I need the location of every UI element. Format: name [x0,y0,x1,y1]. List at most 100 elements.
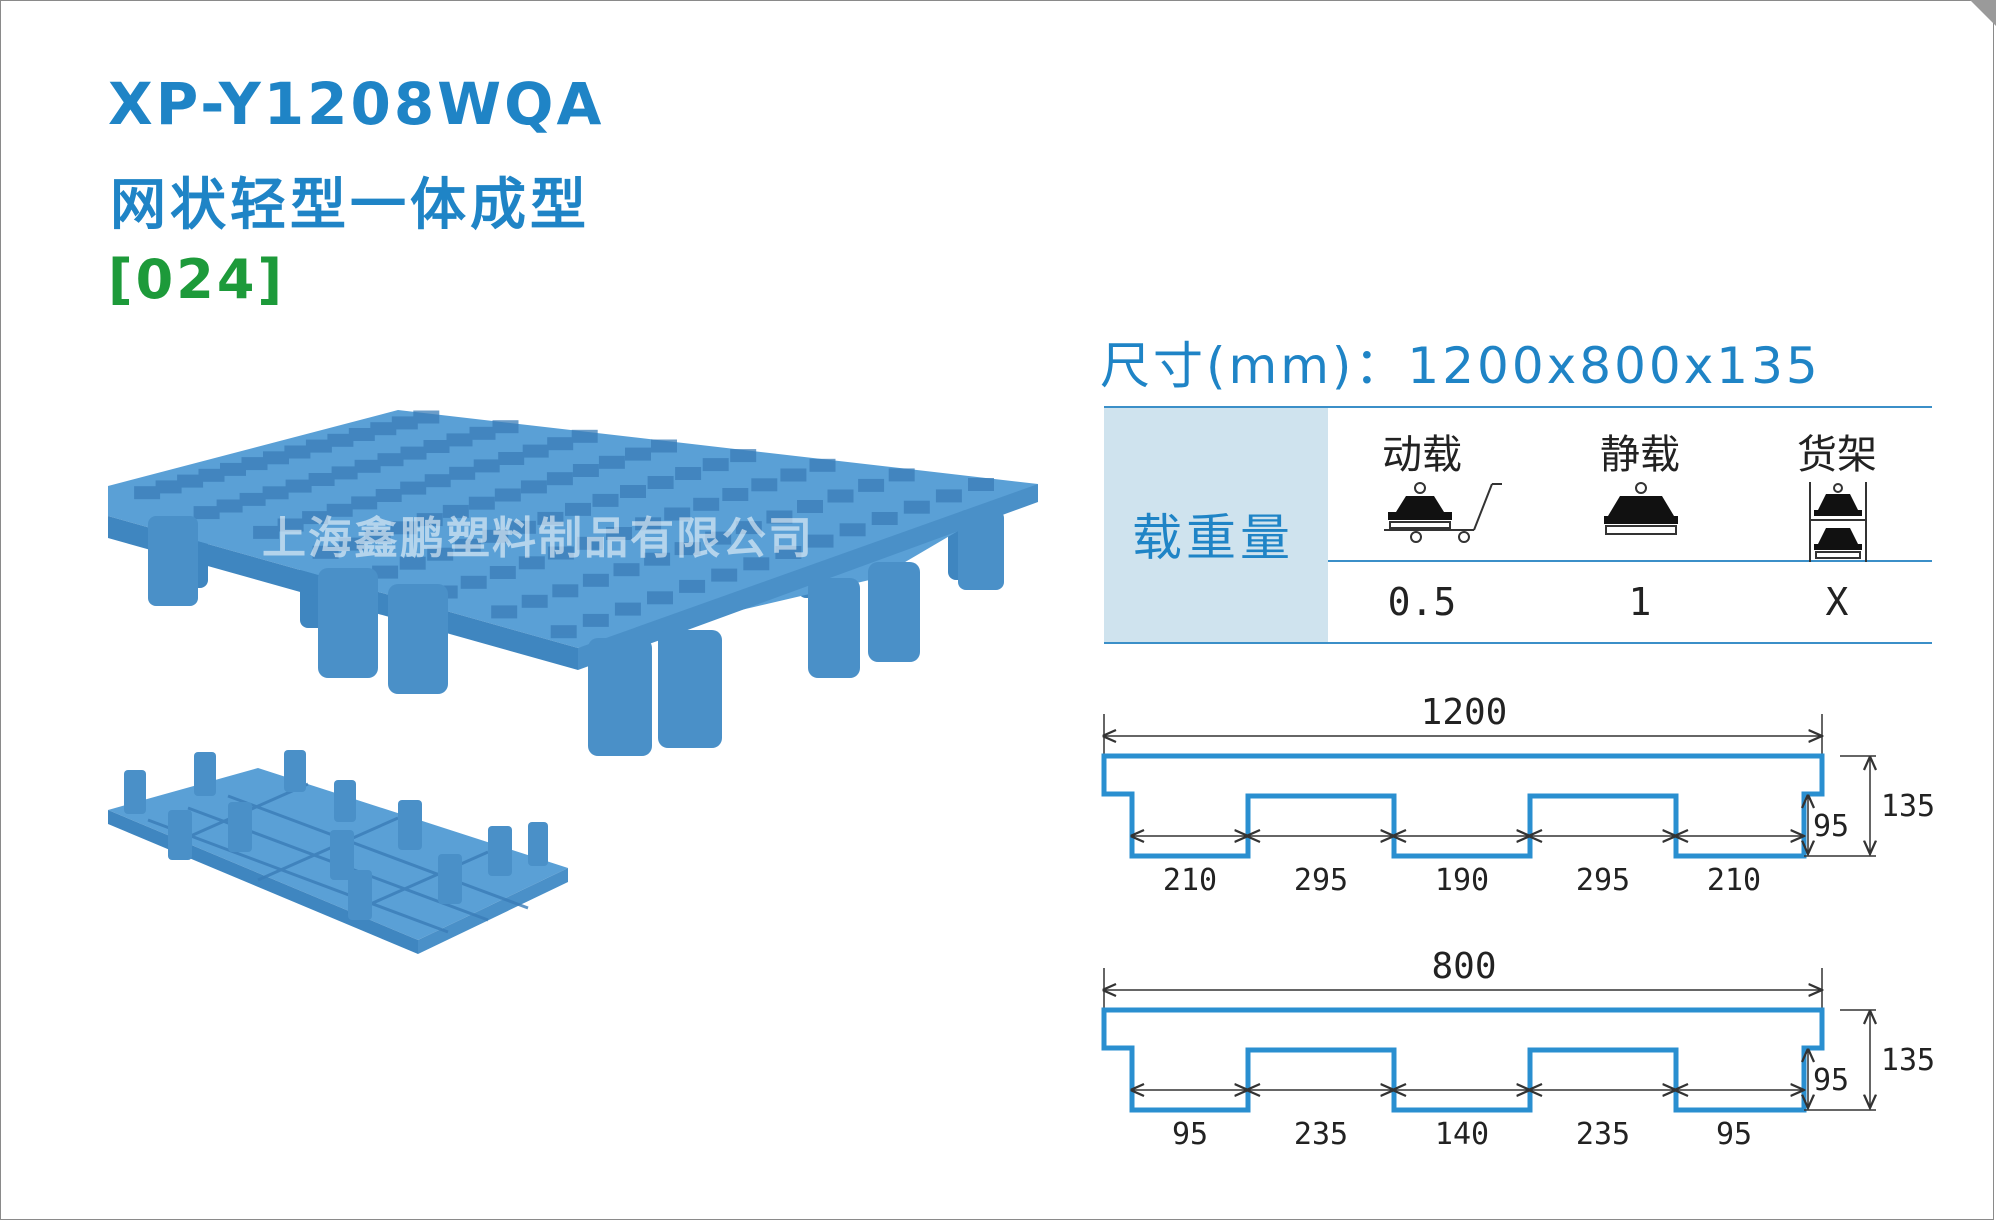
width-leg-height-label: 95 [1813,1063,1849,1098]
table-rule-middle [1328,560,1932,562]
deck-grid-cell [520,480,547,494]
corner-mark [1970,0,1996,26]
deck-grid-cell [413,410,440,424]
deck-grid-cell [305,439,332,453]
racking-load-icon [1809,482,1867,562]
deck-grid-cell [338,537,365,551]
deck-grid-cell [492,420,519,434]
deck-grid-cell [705,531,732,545]
deck-grid-cell [807,534,834,548]
deck-grid-cell [614,602,641,616]
deck-grid-cell [577,536,603,550]
deck-grid-cell [751,478,778,492]
deck-grid-cell [277,518,304,532]
dynamic-load-value: 0.5 [1387,580,1457,624]
deck-grid-cell [262,486,289,500]
deck-grid-cell [550,625,577,639]
deck-grid-cell [651,439,677,453]
table-rule-bottom [1104,642,1932,644]
deck-grid-cell [469,426,496,440]
deck-grid-cell [839,523,866,537]
deck-grid-cell [193,506,220,520]
static-load-value: 1 [1628,580,1652,624]
deck-grid-cell [400,481,427,495]
load-label-cell [1104,408,1328,642]
deck-grid-cell [571,429,598,443]
deck-grid-cell [253,525,280,539]
deck-grid-cell [935,489,962,503]
deck-grid-cell [331,466,358,480]
deck-grid-cell [468,496,495,510]
deck-grid-cell [239,492,266,506]
deck-grid-cell [620,485,646,498]
deck-grid-cell [522,444,549,458]
deck-grid-cell [399,556,426,570]
dynamic-load-heading: 动载 [1382,432,1462,478]
deck-grid-cell [903,500,930,514]
deck-grid-cell [592,493,619,507]
deck-grid-cell [375,489,402,502]
deck-grid-cell [644,552,671,566]
deck-grid-cell [377,453,404,467]
deck-grid-cell [647,591,673,605]
product-subtitle: 网状轻型一体成型 [110,173,590,238]
deck-grid-cell [327,433,354,447]
deck-grid-cell [546,472,573,486]
length-segment-2: 295 [1294,863,1348,898]
deck-grid-cell [134,486,161,500]
deck-grid-cell [285,479,312,493]
deck-grid-cell [198,468,225,482]
deck-grid-cell [442,504,469,518]
deck-grid-cell [625,447,651,461]
deck-grid-cell [888,468,915,482]
deck-grid-cell [416,513,443,527]
deck-grid-cell [613,563,640,577]
load-capacity-table: 载重量 动载 静载 货架 0.5 1 X [1104,406,1932,644]
deck-grid-cell [766,510,793,524]
width-height-label: 135 [1881,1043,1935,1078]
deck-grid-cell [547,437,574,451]
deck-grid-cell [370,422,397,436]
deck-grid-cell [489,566,516,579]
length-segment-5: 210 [1707,863,1761,898]
deck-grid-cell [155,480,182,494]
deck-grid-cell [308,473,335,486]
deck-grid-cell [797,500,823,513]
deck-grid-cell [647,476,674,489]
pallet-photo-underside [108,750,568,954]
static-load-icon [1604,482,1678,535]
racking-load-heading: 货架 [1797,432,1877,478]
length-segment-3: 190 [1435,863,1489,898]
deck-grid-cell [635,517,662,531]
deck-grid-cell [871,512,898,525]
deck-grid-cell [582,613,609,627]
deck-grid-cell [679,579,706,593]
deck-grid-cell [968,478,994,491]
deck-grid-cell [423,440,450,453]
length-leg-height-label: 95 [1813,809,1849,844]
deck-grid-cell [390,521,417,535]
deck-grid-cell [348,428,375,441]
deck-grid-cell [693,497,720,511]
deck-grid-cell [263,451,289,465]
model-number: XP-Y1208WQA [108,70,605,138]
deck-grid-cell [424,474,451,488]
deck-grid-cell [552,584,579,598]
deck-grid-cell [241,457,268,471]
deck-grid-cell [351,496,378,510]
deck-grid-cell [702,458,729,472]
load-row-label: 载重量 [1132,509,1294,567]
length-segment-1: 210 [1163,863,1217,898]
width-profile-outline [1101,1007,1825,1113]
deck-grid-cell [454,538,481,552]
deck-grid-cell [809,458,836,472]
deck-grid-cell [220,462,246,476]
deck-grid-cell [780,468,807,482]
deck-grid-cell [312,545,339,559]
deck-grid-cell [827,489,854,503]
deck-grid-cell [494,488,521,502]
deck-grid-cell [177,474,204,488]
deck-grid-cell [400,446,427,460]
width-segment-3: 140 [1435,1117,1489,1152]
